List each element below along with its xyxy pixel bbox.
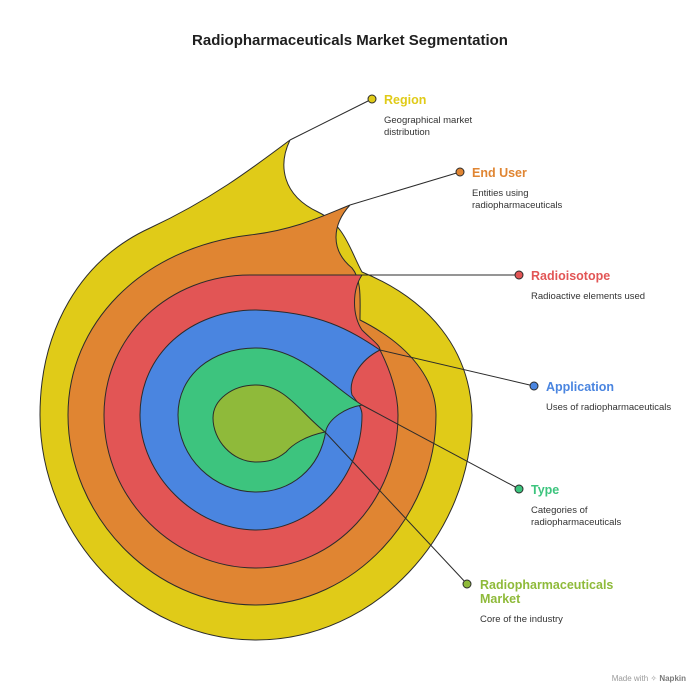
label-type: Type Categories of radiopharmaceuticals — [531, 483, 681, 529]
label-title: Radiopharmaceuticals Market — [480, 578, 614, 606]
label-description: Radioactive elements used — [531, 291, 646, 302]
footer-credit: Made with ✧ Napkin — [612, 674, 686, 683]
connector-type — [361, 404, 520, 490]
connector-end-user — [349, 171, 461, 206]
connector-region — [289, 98, 373, 141]
diagram-title: Radiopharmaceuticals Market Segmentation — [192, 32, 508, 49]
connector-core — [324, 431, 468, 585]
footer-brand: Napkin — [659, 674, 686, 683]
label-region: Region Geographical market distribution — [384, 93, 524, 139]
label-application: Application Uses of radiopharmaceuticals — [546, 380, 696, 414]
label-title: Region — [384, 93, 427, 107]
label-title: End User — [472, 166, 527, 180]
marker-application — [529, 381, 539, 391]
label-description: Geographical market distribution — [384, 115, 473, 138]
marker-radioisotope — [514, 270, 524, 280]
label-description: Categories of radiopharmaceuticals — [531, 505, 622, 528]
footer-made-with: Made with — [611, 674, 649, 683]
connector-application — [379, 349, 535, 387]
label-end-user: End User Entities using radiopharmaceuti… — [472, 166, 622, 212]
label-description: Core of the industry — [480, 614, 563, 625]
label-core: Radiopharmaceuticals Market Core of the … — [480, 578, 620, 626]
label-description: Uses of radiopharmaceuticals — [546, 402, 672, 413]
napkin-logo-icon: ✧ — [650, 674, 658, 683]
label-title: Type — [531, 483, 560, 497]
marker-type — [514, 484, 524, 494]
label-radioisotope: Radioisotope Radioactive elements used — [531, 269, 681, 303]
marker-end-user — [455, 167, 465, 177]
layer-core — [212, 384, 327, 463]
label-title: Application — [546, 380, 615, 394]
label-title: Radioisotope — [531, 269, 611, 283]
marker-core — [462, 579, 472, 589]
marker-region — [367, 94, 377, 104]
label-description: Entities using radiopharmaceuticals — [472, 188, 563, 211]
